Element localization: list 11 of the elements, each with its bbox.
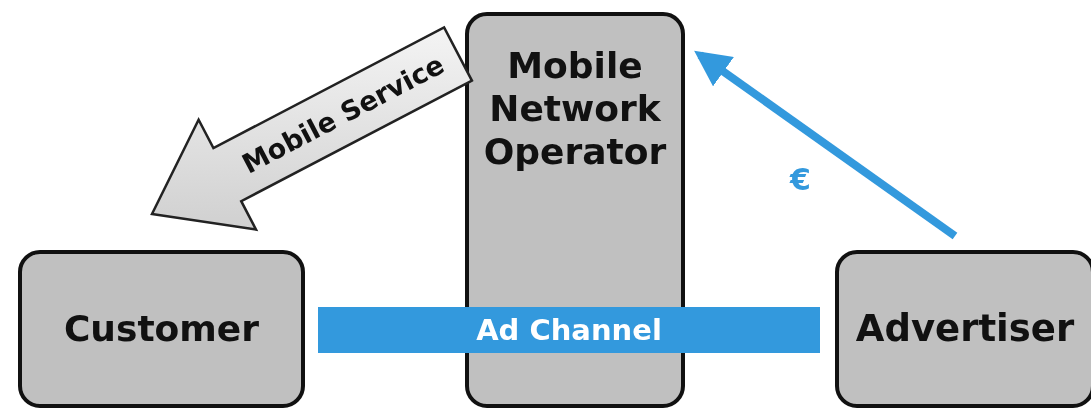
advertiser-box bbox=[835, 250, 1091, 408]
block-arrow bbox=[150, 25, 474, 232]
node-label: Customer bbox=[62, 307, 261, 351]
edge-label: € bbox=[790, 162, 811, 197]
arrow bbox=[694, 50, 958, 240]
node-label: Advertiser bbox=[854, 306, 1076, 352]
node-label: Ad Channel bbox=[475, 312, 663, 348]
customer-box bbox=[18, 250, 305, 408]
node-label: Mobile Network Operator bbox=[482, 44, 668, 174]
channel-bar bbox=[318, 307, 820, 353]
operator-box bbox=[465, 12, 685, 408]
